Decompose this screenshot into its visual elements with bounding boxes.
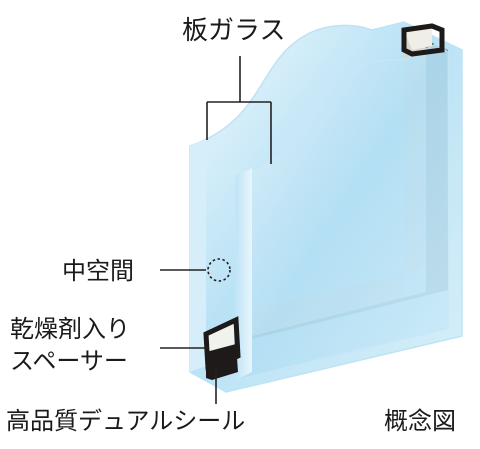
front-glass-pane xyxy=(235,43,449,381)
spacer-top-face xyxy=(404,26,432,50)
back-glass-edge xyxy=(190,138,206,372)
spacer-label-line2: スペーサー xyxy=(10,347,128,375)
air-space-label: 中空間 xyxy=(62,257,134,285)
seal-bottom-base xyxy=(206,344,238,380)
glass-leader-line xyxy=(206,56,272,164)
air-space-marker xyxy=(207,258,231,282)
front-glass-edge xyxy=(236,168,252,380)
seal-top xyxy=(401,23,445,57)
plate-glass-label: 板ガラス xyxy=(182,16,286,46)
spacer-label-line1: 乾燥剤入り xyxy=(10,315,130,343)
concept-diagram-label: 概念図 xyxy=(384,407,456,435)
dual-seal-label: 高品質デュアルシール xyxy=(6,407,246,435)
